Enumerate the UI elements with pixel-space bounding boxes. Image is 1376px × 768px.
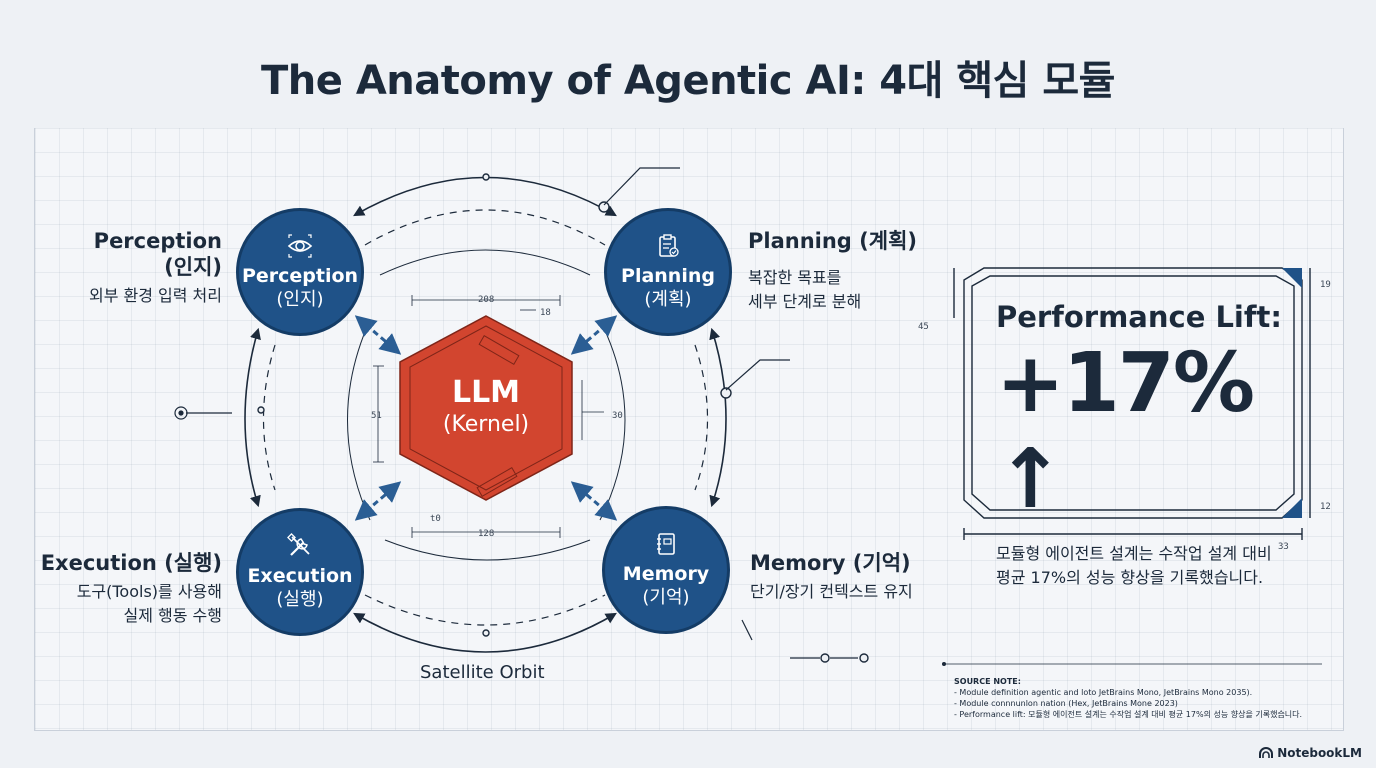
source-note-line-2: - Module connnunlon nation (Hex, JetBrai… [954,699,1178,708]
source-note-line-1: - Module definition agentic and loto Jet… [954,688,1253,697]
performance-description-1: 모듈형 에이전트 설계는 수작업 설계 대비 [996,544,1272,563]
tools-icon [287,533,310,556]
perception-label-title: Perception [93,229,222,253]
dim-top: 208 [478,295,495,305]
notebooklm-icon [1259,747,1274,758]
perception-node-title: Perception [241,265,359,287]
performance-heading: Performance Lift: [996,300,1282,334]
perception-label-sub: (인지) [164,255,222,279]
perception-description: 외부 환경 입력 처리 [88,286,222,305]
perception-node-sub: (인지) [276,289,324,310]
execution-node: Execution (실행) [236,508,364,636]
planning-label-title: Planning (계획) [748,229,917,253]
execution-label: Execution (실행) 도구(Tools)를 사용해 실제 행동 수행 [30,550,222,628]
source-note-line-3: - Performance lift: 모듈형 에이전트 설계는 수작업 설계 … [954,710,1303,719]
perception-label: Perception (인지) 외부 환경 입력 처리 [40,228,222,308]
satellite-orbit [244,176,727,653]
kernel-subtitle: (Kernel) [442,412,530,437]
perception-node: Perception (인지) [236,208,364,336]
notebook-icon [657,533,675,555]
dim-right: 30 [612,411,623,421]
inner-orbit [262,209,709,626]
performance-lift-box: Performance Lift: +17% ↑ 모듈형 에이전트 설계는 수작… [996,300,1296,590]
dim-box-bottom: 33 [1278,542,1289,552]
dim-bottom: 128 [478,529,495,539]
llm-kernel: LLM (Kernel) [400,316,572,500]
execution-node-sub: (실행) [276,589,324,610]
planning-description-1: 복잡한 목표를 [748,268,842,287]
dim-left: 51 [371,411,382,421]
performance-description-2: 평균 17%의 성능 향상을 기록했습니다. [996,568,1264,587]
dim-box-top: 19 [1320,280,1331,290]
brand-name: NotebookLM [1277,746,1362,760]
memory-label-title: Memory (기억) [750,551,911,575]
planning-node-sub: (계획) [644,289,692,310]
memory-node-sub: (기억) [642,587,690,608]
planning-node-title: Planning [621,265,715,287]
execution-description-2: 실제 행동 수행 [123,606,223,625]
eye-icon [287,234,313,258]
source-note: SOURCE NOTE: - Module definition agentic… [954,676,1334,720]
memory-node: Memory (기억) [602,506,730,634]
planning-label: Planning (계획) 복잡한 목표를 세부 단계로 분해 [748,228,938,314]
performance-value: +17% ↑ [996,336,1255,527]
memory-label: Memory (기억) 단기/장기 컨텍스트 유지 [750,550,950,604]
source-note-title: SOURCE NOTE: [954,677,1021,686]
planning-node: Planning (계획) [604,208,732,336]
page-title: The Anatomy of Agentic AI: 4대 핵심 모듈 [261,58,1115,104]
dim-box-right: 12 [1320,502,1331,512]
execution-description-1: 도구(Tools)를 사용해 [76,582,222,601]
dim-corner: 18 [540,308,551,318]
dim-mark-45: 45 [918,322,929,332]
dim-bottom-left: t0 [430,514,441,524]
clipboard-icon [659,234,679,257]
llm-kernel-hexagon [399,315,573,501]
execution-node-title: Execution [247,565,353,587]
brand-logo: NotebookLM [1259,746,1362,760]
kernel-title: LLM [451,375,521,410]
memory-node-title: Memory [622,563,710,585]
satellite-orbit-label: Satellite Orbit [420,662,545,683]
planning-description-2: 세부 단계로 분해 [748,292,862,311]
execution-label-title: Execution (실행) [40,551,222,575]
memory-description: 단기/장기 컨텍스트 유지 [750,582,913,601]
